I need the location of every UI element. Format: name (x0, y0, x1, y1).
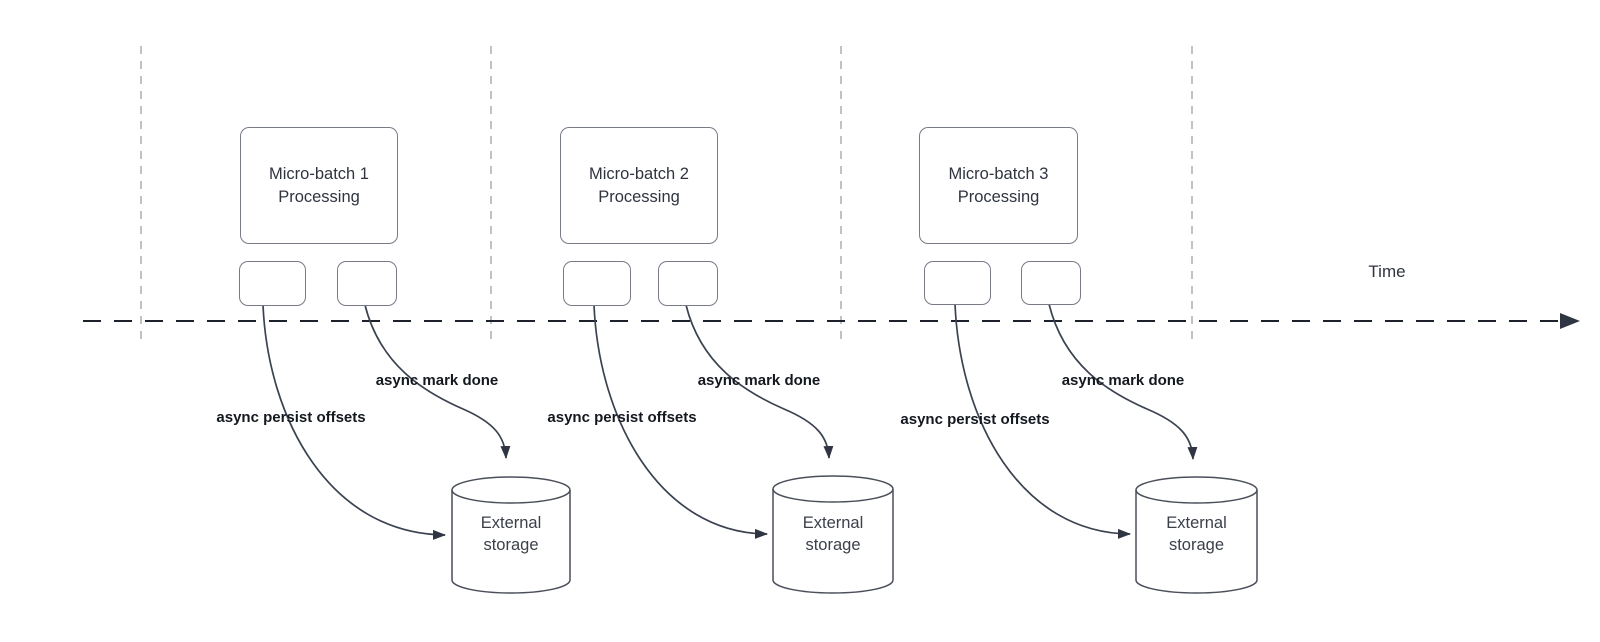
persist-offsets-arrow-1 (262, 304, 446, 540)
micro-batch-1-done-box (337, 261, 397, 306)
micro-batch-2-done-box (658, 261, 718, 306)
external-storage-cylinder-3 (1135, 476, 1258, 594)
micro-batch-1-title: Micro-batch 1 Processing (269, 165, 369, 206)
micro-batch-3-offset-box (924, 261, 991, 305)
mark-done-label-1: async mark done (375, 372, 499, 389)
micro-batch-3-box: Micro-batch 3 Processing (919, 127, 1078, 244)
mark-done-arrow-2 (685, 304, 834, 459)
micro-batch-1-offset-box (239, 261, 306, 306)
micro-batch-2-offset-box (563, 261, 631, 306)
persist-offsets-label-2: async persist offsets (547, 409, 697, 426)
mark-done-label-2: async mark done (697, 372, 821, 389)
persist-offsets-label-1: async persist offsets (216, 409, 366, 426)
micro-batch-2-box: Micro-batch 2 Processing (560, 127, 718, 244)
persist-offsets-label-3: async persist offsets (900, 411, 1050, 428)
micro-batch-3-done-box (1021, 261, 1081, 305)
micro-batch-3-title: Micro-batch 3 Processing (948, 165, 1049, 206)
mark-done-arrow-1 (364, 304, 511, 459)
external-storage-cylinder-1 (451, 476, 571, 594)
external-storage-label-2: External storage (802, 513, 864, 554)
external-storage-label-3: External storage (1166, 514, 1227, 554)
time-axis-label: Time (1368, 262, 1406, 281)
external-storage-cylinder-2 (772, 475, 894, 594)
timeline-arrowhead-icon (1560, 313, 1580, 329)
mark-done-label-3: async mark done (1061, 372, 1185, 389)
micro-batch-1-box: Micro-batch 1 Processing (240, 127, 398, 244)
external-storage-label-1: External storage (480, 514, 542, 554)
mark-done-arrow-3 (1048, 303, 1198, 460)
micro-batch-2-title: Micro-batch 2 Processing (589, 165, 689, 206)
persist-offsets-arrow-3 (954, 303, 1131, 539)
persist-offsets-arrow-2 (593, 304, 768, 539)
